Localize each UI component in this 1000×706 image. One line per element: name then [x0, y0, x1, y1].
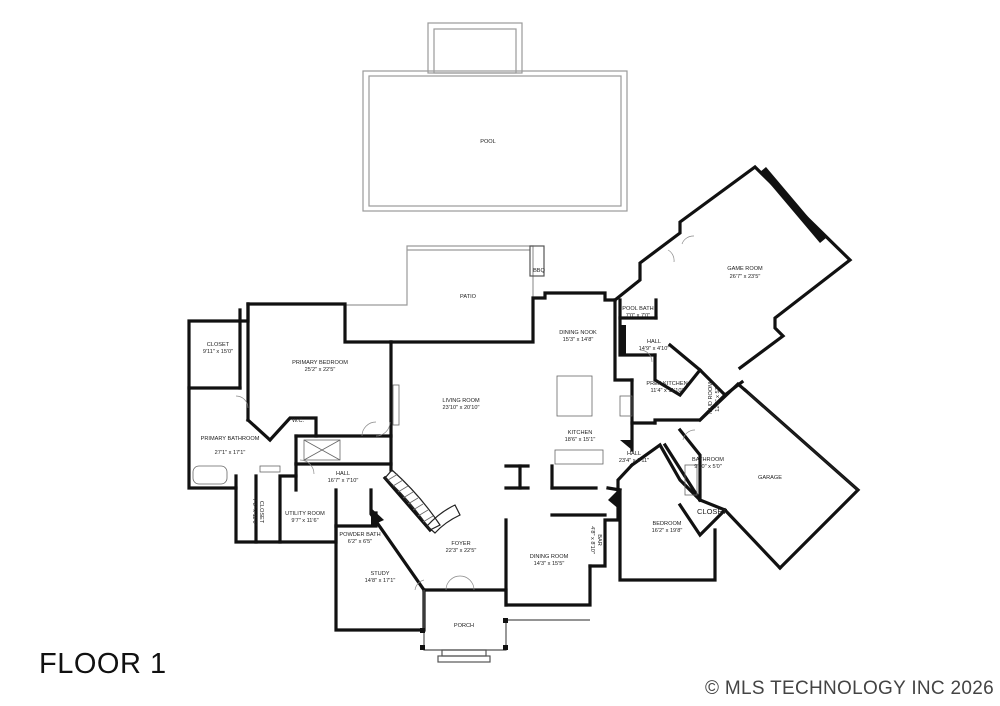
label-bar: BAR	[596, 534, 602, 546]
label-dining-room: DINING ROOM	[530, 554, 569, 560]
porch-area	[420, 590, 590, 663]
dim-game-room: 26'7" x 23'5"	[730, 274, 761, 280]
label-closet-left: CLOSET	[207, 342, 230, 348]
dim-bedroom: 16'2" x 19'8"	[652, 528, 683, 534]
dim-foyer: 22'3" x 22'5"	[446, 548, 477, 554]
dim-hall-upper: 14'9" x 4'10"	[639, 346, 670, 352]
label-pool: POOL	[480, 139, 496, 145]
label-dining-nook: DINING NOOK	[559, 330, 597, 336]
pool-area	[362, 22, 628, 212]
label-hall-upper: HALL	[647, 339, 661, 345]
dim-pool-bath: 7'0" x 7'0"	[626, 313, 650, 319]
label-living-room: LIVING ROOM	[442, 398, 480, 404]
label-bedroom: BEDROOM	[653, 521, 682, 527]
label-hall-left: HALL	[336, 471, 350, 477]
label-bathroom: BATHROOM	[692, 457, 724, 463]
floor-label: FLOOR 1	[39, 648, 167, 680]
dim-bar: 4'8" x 8'10"	[589, 526, 595, 554]
label-study: STUDY	[371, 571, 390, 577]
dim-closet-small: 7'8" x 11'0"	[251, 498, 257, 525]
label-utility-room: UTILITY ROOM	[285, 511, 325, 517]
house-walls	[187, 164, 861, 632]
dim-primary-bathroom: 27'1" x 17'1"	[215, 450, 246, 456]
dim-mud-room: 12'2" x 5'8"	[715, 384, 721, 412]
dim-study: 14'8" x 17'1"	[365, 578, 396, 584]
label-prep-kitchen: PREP KITCHEN	[646, 381, 687, 387]
patio-area	[344, 245, 545, 342]
copyright-notice: © MLS TECHNOLOGY INC 2026	[704, 678, 994, 699]
dim-bathroom: 9'10" x 5'0"	[694, 464, 722, 470]
label-primary-bathroom: PRIMARY BATHROOM	[201, 436, 260, 442]
dim-hall-right: 23'4" x 6'11"	[619, 458, 649, 464]
label-primary-bedroom: PRIMARY BEDROOM	[292, 360, 348, 366]
room-labels: POOL PATIO BBQ GAME ROOM 26'7" x 23'5" P…	[201, 139, 783, 629]
dim-powder-bath: 6'2" x 6'5"	[348, 539, 372, 545]
stairs	[384, 469, 461, 534]
label-closet-bed: CLOSET	[697, 507, 727, 516]
label-pool-bath: POOL BATH	[622, 306, 653, 312]
dim-hall-left: 16'7" x 7'10"	[328, 478, 359, 484]
label-garage: GARAGE	[758, 475, 782, 481]
fixtures	[192, 375, 698, 496]
label-foyer: FOYER	[451, 541, 470, 547]
dim-dining-nook: 15'3" x 14'8"	[563, 337, 594, 343]
label-mud-room: MUD ROOM	[708, 382, 714, 414]
doors	[235, 235, 696, 591]
label-powder-bath: POWDER BATH	[339, 532, 380, 538]
dim-utility-room: 9'7" x 11'6"	[291, 518, 318, 524]
label-patio: PATIO	[460, 294, 477, 300]
label-closet-small: CLOSET	[258, 501, 264, 524]
dim-primary-bedroom: 25'2" x 22'5"	[305, 367, 336, 373]
label-hall-right: HALL	[627, 451, 641, 457]
dim-kitchen: 18'6" x 15'1"	[565, 437, 596, 443]
dim-prep-kitchen: 11'4" x 11'10"	[651, 388, 684, 394]
dim-living-room: 23'10" x 20'10"	[443, 405, 480, 411]
solid-elements	[371, 167, 826, 526]
label-porch: PORCH	[454, 623, 474, 629]
label-bbq: BBQ	[533, 268, 545, 274]
dim-closet-left: 9'11" x 15'0"	[203, 349, 233, 355]
dim-dining-room: 14'3" x 15'5"	[534, 561, 565, 567]
label-wc: W.C.	[292, 418, 305, 424]
label-kitchen: KITCHEN	[568, 430, 593, 436]
label-game-room: GAME ROOM	[727, 266, 763, 272]
